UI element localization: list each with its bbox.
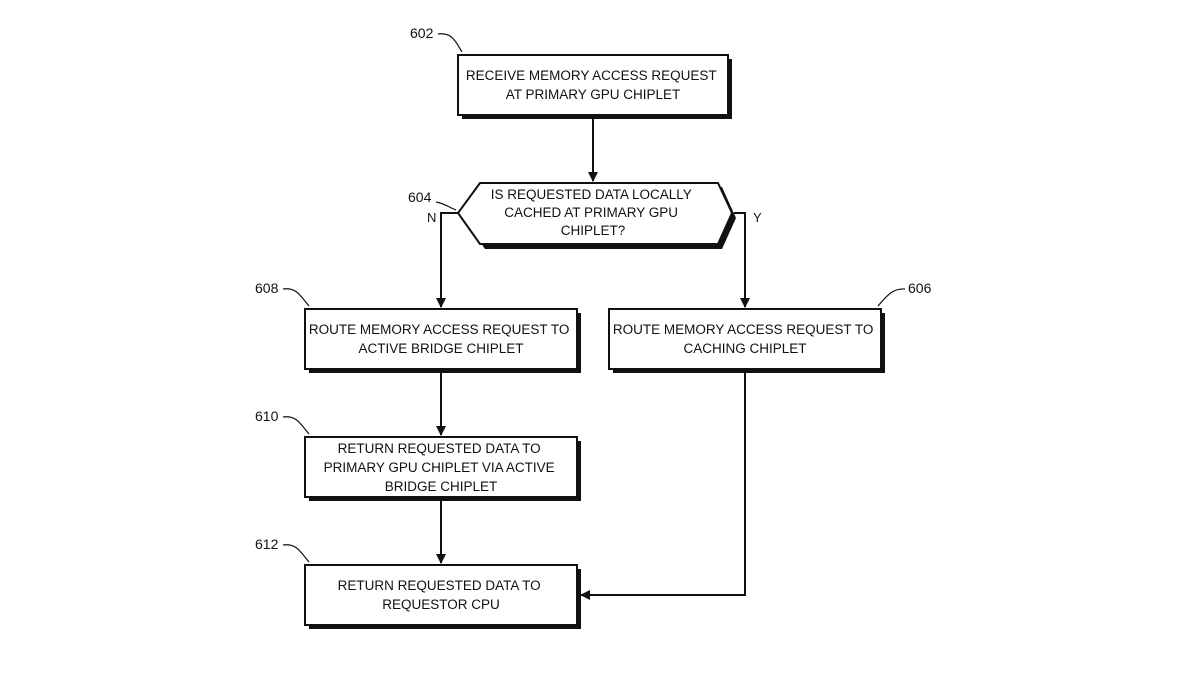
arrow-606-to-612	[580, 373, 746, 600]
ref-610: 610	[255, 408, 279, 424]
ref-608: 608	[255, 280, 279, 296]
ref-602: 602	[410, 25, 434, 41]
step-606-box	[608, 308, 882, 370]
ref-612: 612	[255, 536, 279, 552]
leader-612	[282, 544, 310, 563]
step-604: IS REQUESTED DATA LOCALLY CACHED AT PRIM…	[456, 182, 736, 249]
ref-606: 606	[908, 280, 932, 296]
leader-606	[877, 288, 906, 307]
branch-yes-label: Y	[753, 210, 762, 225]
leader-610	[282, 416, 310, 435]
step-602: RECEIVE MEMORY ACCESS REQUEST AT PRIMARY…	[457, 54, 732, 119]
branch-no-label: N	[427, 210, 436, 225]
step-610-label: RETURN REQUESTED DATA TO PRIMARY GPU CHI…	[324, 441, 559, 494]
step-608-label: ROUTE MEMORY ACCESS REQUEST TO ACTIVE BR…	[309, 322, 573, 356]
ref-604: 604	[408, 189, 432, 205]
step-610: RETURN REQUESTED DATA TO PRIMARY GPU CHI…	[304, 436, 581, 501]
step-606-label: ROUTE MEMORY ACCESS REQUEST TO CACHING C…	[613, 322, 877, 356]
step-606: ROUTE MEMORY ACCESS REQUEST TO CACHING C…	[608, 308, 885, 373]
step-608-box	[304, 308, 578, 370]
step-610-box	[304, 436, 578, 498]
arrow-604-no-to-608	[436, 212, 458, 308]
step-602-box	[457, 54, 729, 116]
step-612: RETURN REQUESTED DATA TO REQUESTOR CPU	[304, 564, 581, 629]
arrow-604-yes-to-606	[734, 212, 750, 308]
step-608: ROUTE MEMORY ACCESS REQUEST TO ACTIVE BR…	[304, 308, 581, 373]
leader-608	[282, 288, 310, 307]
step-612-box	[304, 564, 578, 626]
step-602-label: RECEIVE MEMORY ACCESS REQUEST AT PRIMARY…	[466, 68, 720, 102]
step-612-label: RETURN REQUESTED DATA TO REQUESTOR CPU	[338, 578, 545, 612]
step-604-label: IS REQUESTED DATA LOCALLY CACHED AT PRIM…	[491, 187, 696, 238]
leader-602	[437, 33, 463, 53]
leader-604	[435, 201, 457, 211]
